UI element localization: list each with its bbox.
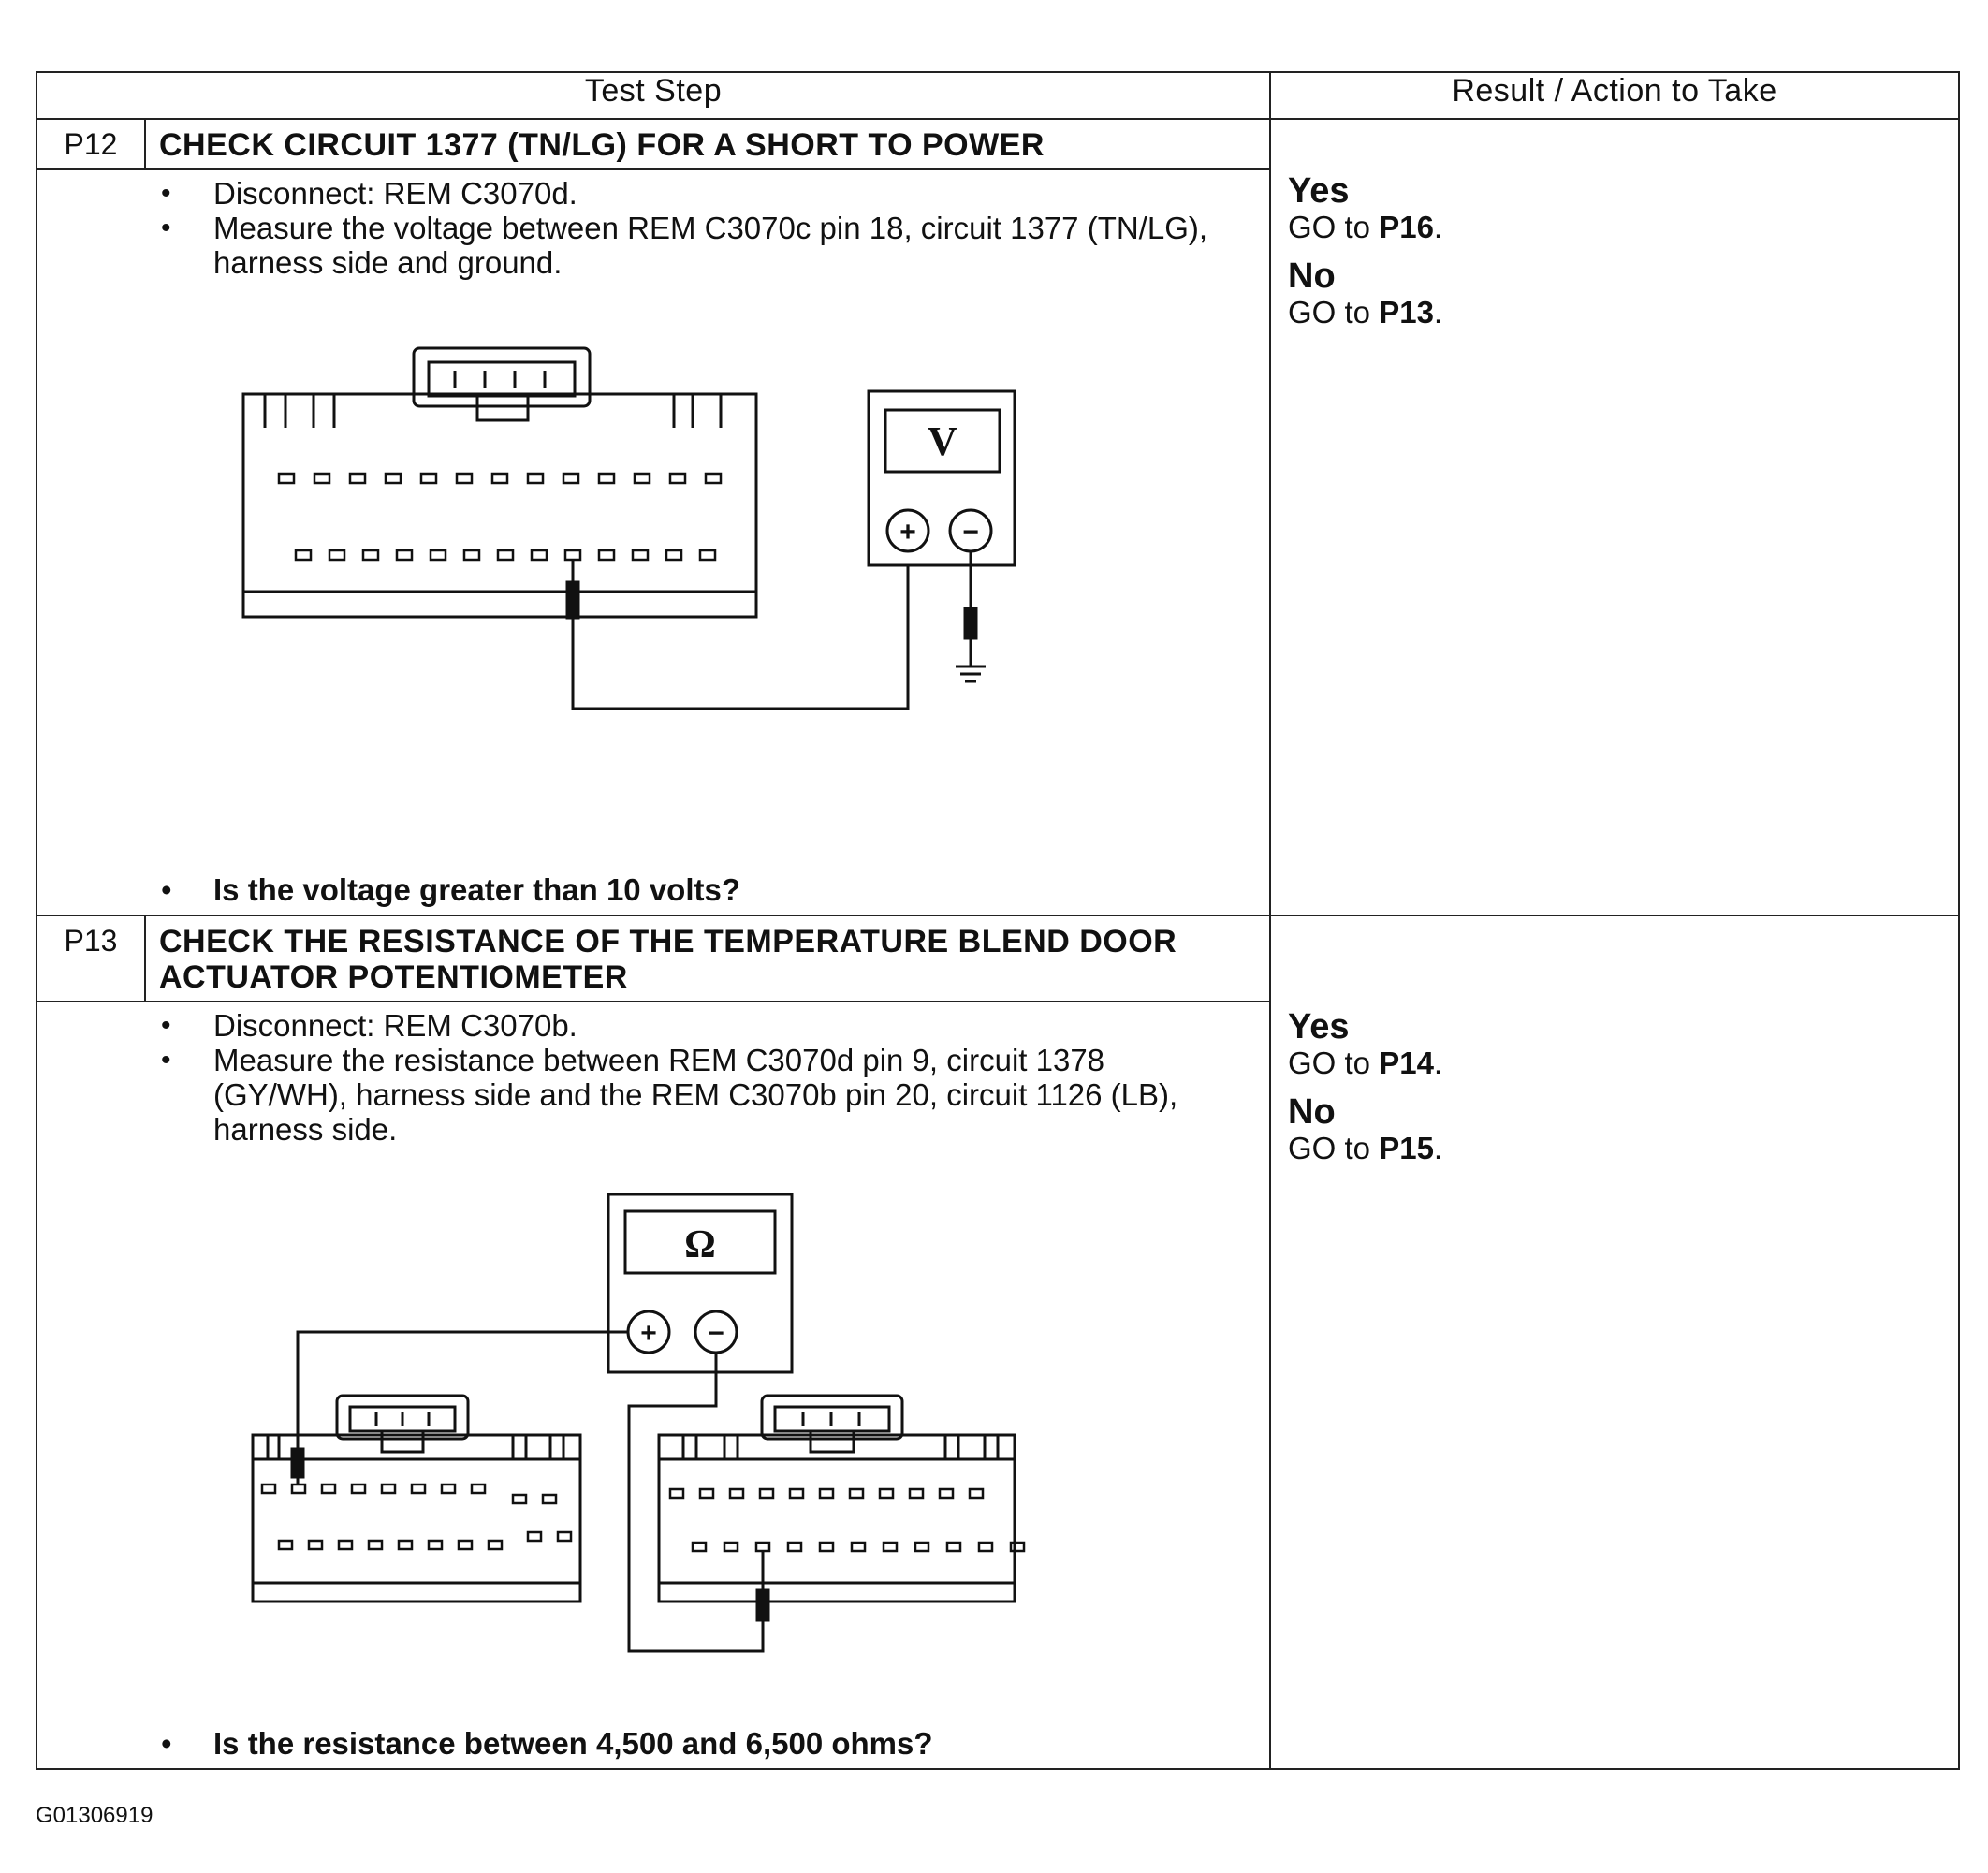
result-no-action: GO to P13. — [1288, 295, 1443, 329]
connector-c3070b-icon — [657, 1394, 1016, 1603]
step-question: Is the resistance between 4,500 and 6,50… — [37, 1726, 933, 1761]
goto-target-link: P13 — [1379, 295, 1434, 329]
meter-symbol: Ω — [684, 1223, 716, 1266]
plus-sign: + — [899, 517, 916, 548]
result-p12-cell: Yes GO to P16. No GO to P13. — [1269, 118, 1960, 916]
step-number: P12 — [37, 120, 146, 168]
minus-sign: − — [708, 1318, 724, 1349]
result-action-header: Result / Action to Take — [1269, 71, 1960, 120]
result-yes-label: Yes — [1288, 1007, 1350, 1046]
step-title: CHECK THE RESISTANCE OF THE TEMPERATURE … — [159, 924, 1177, 995]
result-no-label: No — [1288, 1092, 1336, 1132]
result-yes-action: GO to P16. — [1288, 210, 1443, 244]
voltmeter-icon — [867, 389, 1016, 567]
result-yes-action: GO to P14. — [1288, 1046, 1443, 1080]
instruction-item: Disconnect: REM C3070d. — [37, 176, 1269, 211]
goto-target-link: P14 — [1379, 1046, 1434, 1080]
goto-target-link: P15 — [1379, 1131, 1434, 1165]
result-no-action: GO to P15. — [1288, 1131, 1443, 1165]
plus-terminal-icon — [885, 508, 930, 553]
connector-c3070c-icon — [241, 392, 758, 619]
ohmmeter-icon — [607, 1193, 794, 1374]
ground-icon — [956, 665, 986, 683]
goto-target-link: P16 — [1379, 210, 1434, 244]
step-p13-body: Disconnect: REM C3070b. Measure the resi… — [37, 1002, 1269, 1768]
figure-id: G01306919 — [36, 1803, 153, 1828]
voltmeter-connector-diagram: V + − — [241, 346, 1016, 710]
instruction-item: Measure the voltage between REM C3070c p… — [37, 211, 1269, 280]
instruction-item: Measure the resistance between REM C3070… — [37, 1043, 1269, 1147]
result-p13-cell: Yes GO to P14. No GO to P15. — [1269, 915, 1960, 1770]
step-title: CHECK CIRCUIT 1377 (TN/LG) FOR A SHORT T… — [159, 127, 1045, 163]
test-step-header: Test Step — [36, 71, 1271, 120]
result-no-label: No — [1288, 256, 1336, 296]
diagnostic-table: Test Step Result / Action to Take P12 CH… — [36, 71, 1960, 1770]
step-question: Is the voltage greater than 10 volts? — [37, 872, 740, 907]
instruction-item: Disconnect: REM C3070b. — [37, 1008, 1269, 1043]
step-p12-body: Disconnect: REM C3070d. Measure the volt… — [37, 170, 1269, 915]
connector-c3070d-icon — [251, 1394, 582, 1603]
step-number: P13 — [37, 916, 146, 1001]
step-p13-cell: P13 CHECK THE RESISTANCE OF THE TEMPERAT… — [36, 915, 1271, 1770]
meter-symbol: V — [928, 418, 957, 464]
result-yes-label: Yes — [1288, 171, 1350, 211]
plus-sign: + — [640, 1318, 657, 1349]
step-p13-heading: P13 CHECK THE RESISTANCE OF THE TEMPERAT… — [37, 916, 1269, 1002]
ohmmeter-connector-diagram: Ω + − — [251, 1193, 1026, 1653]
step-p12-cell: P12 CHECK CIRCUIT 1377 (TN/LG) FOR A SHO… — [36, 118, 1271, 916]
minus-sign: − — [962, 517, 979, 548]
step-p12-heading: P12 CHECK CIRCUIT 1377 (TN/LG) FOR A SHO… — [37, 120, 1269, 170]
